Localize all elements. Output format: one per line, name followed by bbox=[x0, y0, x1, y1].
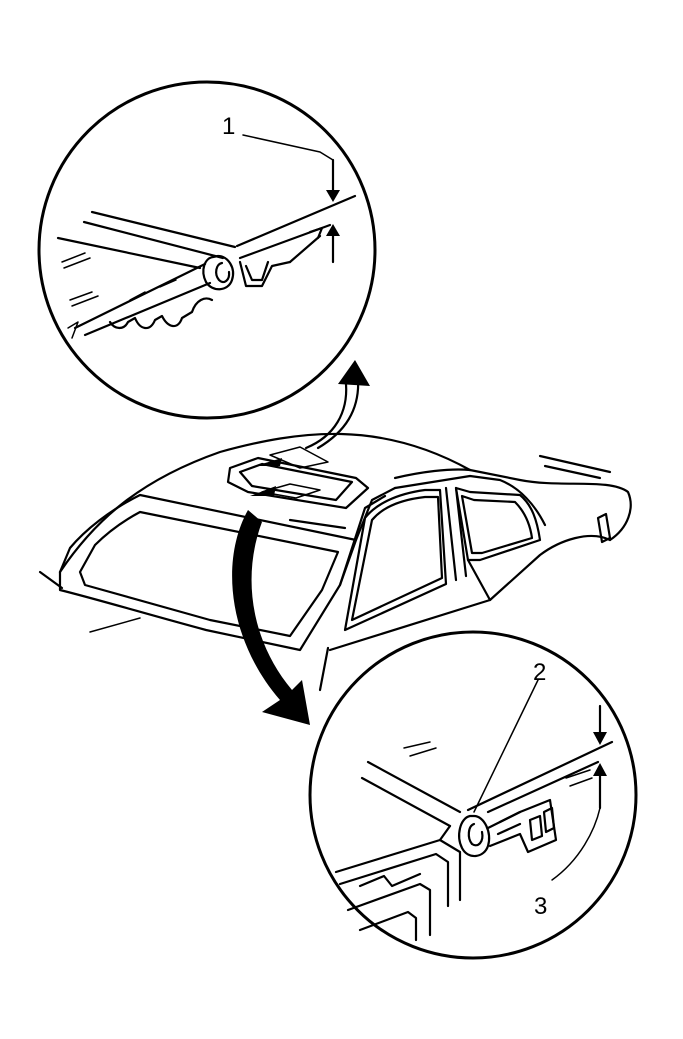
roof-channel-clip-inner bbox=[244, 260, 270, 282]
frame-channel-step bbox=[358, 872, 422, 888]
callout-3-label: 3 bbox=[534, 893, 547, 920]
hood-left-line bbox=[38, 570, 64, 590]
door-sill-line bbox=[328, 535, 612, 652]
seal-retainer-teeth bbox=[108, 297, 214, 330]
glass-edge-upper-b bbox=[366, 760, 462, 814]
roof-channel-clip bbox=[238, 260, 292, 288]
detail-arrow-bottom bbox=[232, 510, 310, 725]
front-door-window bbox=[343, 488, 448, 632]
frame-channel-lower bbox=[346, 882, 432, 937]
glass-edge-upper bbox=[90, 210, 237, 249]
front-fender-edge bbox=[318, 646, 330, 692]
roof-panel-inner-line-b bbox=[486, 760, 600, 814]
glass-hatch-marks-b bbox=[403, 741, 437, 757]
roof-outline bbox=[58, 432, 472, 574]
seal-lower-flange bbox=[73, 262, 207, 330]
retainer-tongue bbox=[496, 810, 522, 836]
rear-spoiler-line-b bbox=[543, 464, 602, 480]
detail-arrow-top bbox=[304, 360, 370, 450]
rear-spoiler-line bbox=[538, 454, 612, 474]
seal-bulb-inner bbox=[215, 261, 231, 284]
callout-1-leader bbox=[242, 134, 334, 161]
curved-arrow-top-shaft bbox=[316, 376, 360, 450]
seal-bulb bbox=[202, 254, 235, 291]
roof-hatch-b bbox=[565, 769, 593, 787]
rear-deck-outline bbox=[468, 468, 632, 542]
callout-2-label: 2 bbox=[533, 659, 546, 686]
curved-arrow-top-shaft-b bbox=[304, 382, 348, 450]
seal-hatch bbox=[129, 279, 177, 301]
dimension-arrow-top-head-b bbox=[593, 732, 607, 745]
callout-1-label: 1 bbox=[222, 113, 235, 140]
frame-channel-inner bbox=[338, 852, 450, 908]
detail-view-bottom bbox=[308, 630, 638, 960]
curved-arrow-bottom bbox=[232, 510, 310, 725]
curved-arrow-top-head bbox=[338, 360, 370, 386]
a-pillar-inner bbox=[338, 494, 387, 587]
b-pillar bbox=[444, 486, 458, 582]
slide-arrow-up bbox=[269, 446, 329, 469]
slide-arrow-down-head bbox=[250, 486, 276, 496]
seal-lower-flange-b bbox=[83, 281, 212, 337]
roof-panel-top-line-b bbox=[466, 740, 614, 812]
break-line-left bbox=[67, 321, 79, 339]
glass-edge-lower bbox=[82, 220, 225, 260]
rear-door-edge bbox=[466, 558, 492, 602]
slide-arrow-up-head bbox=[255, 458, 282, 466]
roof-panel-top-line bbox=[235, 194, 357, 248]
seal-bulb-inner-b bbox=[467, 822, 484, 847]
dimension-arrow-bottom-head bbox=[326, 224, 340, 236]
callout-3-leader bbox=[551, 807, 601, 881]
dimension-arrow-bottom-head-b bbox=[593, 763, 607, 776]
seal-bulb-b bbox=[458, 814, 491, 858]
glass-edge-lower-b bbox=[360, 776, 452, 828]
frame-channel-top bbox=[334, 838, 462, 902]
roof-rear-rail bbox=[393, 468, 472, 480]
frame-to-glass-link bbox=[438, 824, 452, 842]
a-pillar bbox=[354, 486, 397, 542]
b-pillar-b bbox=[454, 486, 468, 578]
roof-channel-clip-edge bbox=[288, 234, 322, 264]
front-door-window-inner bbox=[350, 495, 444, 622]
rear-door-window bbox=[454, 486, 542, 562]
glass-hatch-marks bbox=[61, 252, 99, 307]
frame-channel-lower-b bbox=[358, 910, 418, 942]
dimension-arrow-top-head bbox=[326, 190, 340, 202]
detail-view-top bbox=[37, 80, 377, 420]
detail-circle-top bbox=[37, 80, 377, 420]
hood-crease bbox=[89, 617, 141, 633]
slide-arrow-down bbox=[261, 483, 321, 499]
tail-lamp bbox=[596, 512, 612, 544]
rear-door-window-inner bbox=[460, 494, 534, 555]
callout-2-leader bbox=[473, 679, 539, 813]
roof-rail-side bbox=[393, 474, 547, 527]
retainer-slot-1 bbox=[528, 814, 544, 842]
roof-crease-front bbox=[288, 518, 347, 530]
vehicle-body bbox=[38, 432, 632, 692]
detail-circle-bottom bbox=[308, 630, 638, 960]
retainer-slot-2 bbox=[542, 806, 556, 834]
windshield-glass bbox=[78, 510, 340, 638]
glass-surface-line bbox=[56, 236, 202, 270]
channel-end-cap bbox=[308, 226, 324, 240]
